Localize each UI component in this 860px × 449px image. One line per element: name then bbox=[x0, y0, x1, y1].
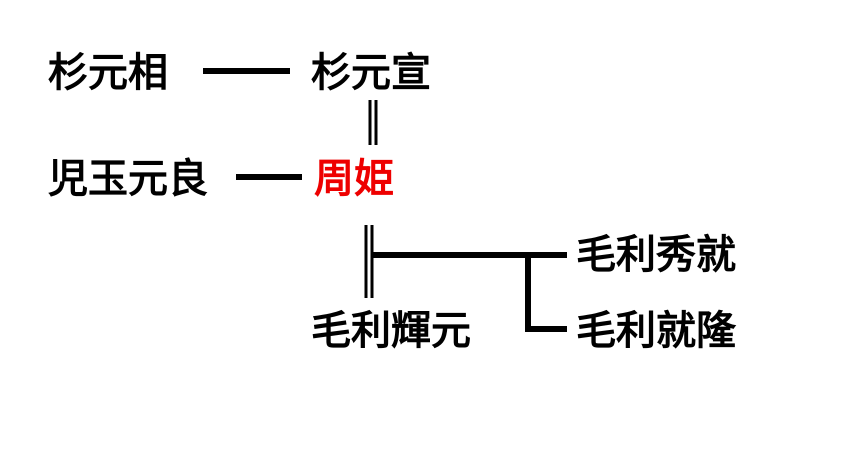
person-mouri-hidenari: 毛利秀就 bbox=[576, 232, 736, 278]
person-mouri-terumoto: 毛利輝元 bbox=[311, 308, 471, 354]
person-kodama-motoyoshi: 児玉元良 bbox=[48, 156, 208, 202]
person-mouri-naritaka: 毛利就隆 bbox=[576, 308, 736, 354]
person-sugi-motonobu: 杉元宣 bbox=[311, 50, 431, 96]
person-shuuki: 周姫 bbox=[314, 156, 394, 202]
person-sugi-motosuke: 杉元相 bbox=[48, 50, 168, 96]
